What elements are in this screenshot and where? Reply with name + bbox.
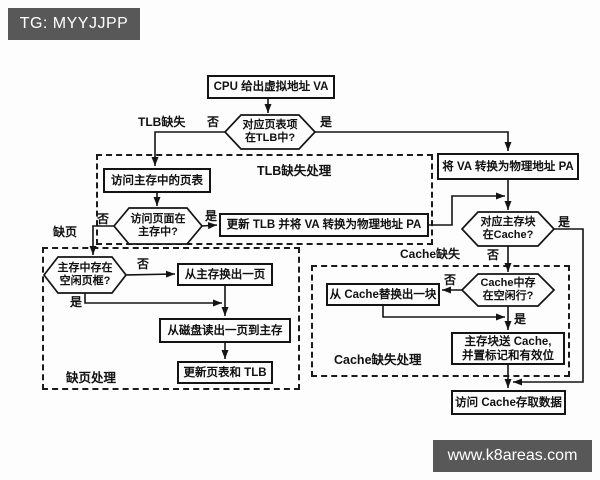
decision-text: 在Cache? <box>482 229 534 241</box>
watermark-top-left: TG: MYYJJPP <box>8 8 140 40</box>
box-block-to-cache-line2: 并置标记和有效位 <box>462 349 554 362</box>
label-page-fault: 缺页 <box>53 225 78 239</box>
decision-free-cache-line-shape <box>460 273 556 307</box>
decision-text: 主存中存在 <box>57 262 113 274</box>
label-no-block-in-cache: 否 <box>487 248 500 262</box>
decision-page-in-memory: 访问页面在 主存中? <box>116 209 200 243</box>
arrow-update-tlb-to-main-line <box>429 192 505 226</box>
label-tlb-miss: TLB缺失 <box>138 115 186 129</box>
box-swap-out-page: 从主存换出一页 <box>177 263 273 286</box>
box-cpu-virtual-address: CPU 给出虚拟地址 VA <box>207 75 335 99</box>
decision-pte-in-tlb-shape <box>223 114 317 150</box>
watermark-bottom-right: www.k8areas.com <box>433 440 592 472</box>
arrow-frame-no-to-swap-out <box>125 270 176 278</box>
arrow-cache-yes-bypass <box>513 228 584 386</box>
decision-page-in-memory-shape <box>112 207 204 245</box>
decision-free-page-frame: 主存中存在 空闲页框? <box>46 258 124 292</box>
decision-free-page-frame-shape <box>42 256 128 294</box>
arrow-tlb-no-to-page-table <box>151 131 225 166</box>
decision-free-cache-line: Cache中存 在空闲行? <box>464 275 552 305</box>
box-update-page-table-tlb: 更新页表和 TLB <box>177 361 273 384</box>
arrow-page-no-to-frame-decision <box>89 225 114 255</box>
decision-text: 访问页面在 <box>130 213 186 225</box>
label-no-tlb: 否 <box>207 115 220 129</box>
label-yes-block-in-cache: 是 <box>558 215 571 229</box>
label-yes-cache-line: 是 <box>514 312 527 326</box>
decision-text: 空闲页框? <box>59 275 111 287</box>
decision-text: 主存中? <box>138 226 178 238</box>
label-cache-miss-handling: Cache缺失处理 <box>334 353 422 367</box>
box-read-page-from-disk: 从磁盘读出一页到主存 <box>159 318 291 343</box>
region-page-fault-handling <box>42 247 300 390</box>
decision-text: 对应主存块 <box>480 216 536 228</box>
box-access-cache-data: 访问 Cache存取数据 <box>451 390 566 415</box>
decision-text: 对应页表项 <box>242 119 298 131</box>
arrow-replace-block-merge <box>382 306 505 321</box>
arrow-tlb-yes-to-va-pa <box>315 131 512 151</box>
box-block-to-cache: 主存块送 Cache, 并置标记和有效位 <box>451 332 565 365</box>
box-update-tlb-translate: 更新 TLB 并将 VA 转换为物理地址 PA <box>219 213 429 237</box>
label-no-frame: 否 <box>137 257 150 271</box>
label-tlb-miss-handling: TLB缺失处理 <box>257 164 332 178</box>
arrow-page-yes-to-update-tlb <box>201 222 218 230</box>
decision-block-in-cache-shape <box>460 211 556 247</box>
decision-text: 在空闲行? <box>482 290 534 302</box>
box-replace-cache-block: 从 Cache替换出一块 <box>326 283 440 306</box>
label-cache-miss: Cache缺失 <box>400 247 461 261</box>
decision-text: 在TLB中? <box>244 132 296 144</box>
label-yes-tlb: 是 <box>320 115 333 129</box>
label-page-fault-handling: 缺页处理 <box>66 371 117 385</box>
box-va-to-pa: 将 VA 转换为物理地址 PA <box>437 153 579 180</box>
decision-text: Cache中存 <box>480 277 536 289</box>
region-tlb-miss-handling <box>96 154 433 245</box>
region-cache-miss-handling <box>311 265 570 377</box>
box-block-to-cache-line1: 主存块送 Cache, <box>464 335 552 348</box>
decision-pte-in-tlb: 对应页表项 在TLB中? <box>227 116 313 148</box>
decision-block-in-cache: 对应主存块 在Cache? <box>464 213 552 245</box>
label-no-page: 否 <box>97 212 110 226</box>
label-no-cache-line: 否 <box>444 273 457 287</box>
arrow-frame-yes-merge <box>84 293 222 307</box>
box-access-page-table: 访问主存中的页表 <box>103 168 211 193</box>
label-yes-frame: 是 <box>70 295 83 309</box>
label-yes-page: 是 <box>205 209 218 223</box>
